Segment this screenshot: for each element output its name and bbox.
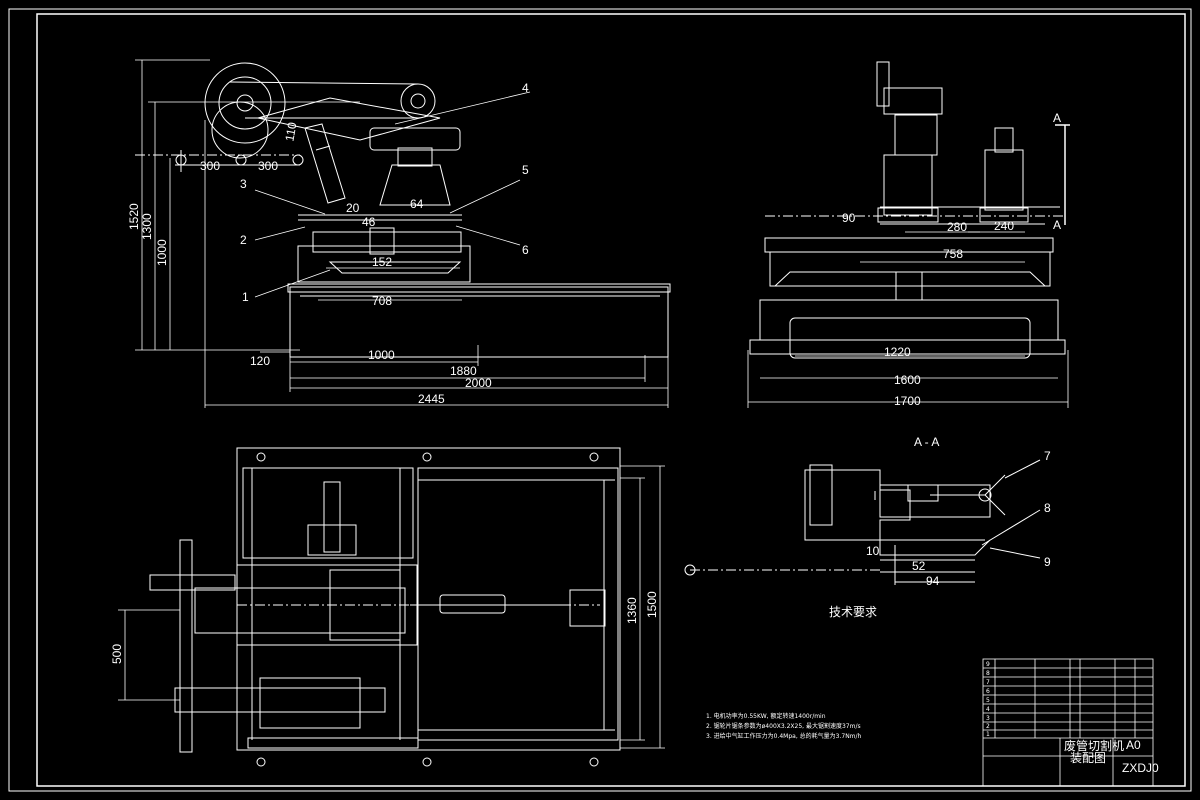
dim-110: 110 xyxy=(282,121,299,143)
side-base-foot xyxy=(749,339,1066,355)
dim-20: 20 xyxy=(346,201,360,215)
side-gearbox xyxy=(883,87,943,115)
parts-row-8: 8 xyxy=(986,670,990,677)
notes-line-3: 3. 进给中气缸工作压力为0.4Mpa, 总的耗气量为3.7Nm/h xyxy=(706,732,862,740)
dim-1880: 1880 xyxy=(450,364,477,378)
front-column xyxy=(379,164,451,206)
notes-line-2: 2. 锯轮片锯条参数为ø400X3.2X25, 最大锯割速度37m/s xyxy=(706,722,861,730)
dim-300b: 300 xyxy=(258,159,278,173)
title-block-texts: 9 8 7 6 5 4 3 2 1 废管切割机 装配图 A0 ZXDJ0 xyxy=(986,661,1159,775)
balloon-9: 9 xyxy=(1044,555,1051,569)
front-base-frame xyxy=(289,286,669,358)
dim-1600: 1600 xyxy=(894,373,921,387)
balloon-2: 2 xyxy=(240,233,247,247)
parts-row-5: 5 xyxy=(986,697,990,704)
section-aa-texts: A - A 10 52 94 7 8 9 xyxy=(866,435,1051,588)
front-dimension-lines xyxy=(135,59,669,408)
dim-120: 120 xyxy=(250,354,270,368)
section-vise-body xyxy=(804,469,911,541)
parts-row-6: 6 xyxy=(986,688,990,695)
drawing-title-line-2: 装配图 xyxy=(1070,751,1106,765)
top-saw-blade xyxy=(179,539,193,753)
top-feed-cylinder xyxy=(439,594,506,614)
top-lower-arm xyxy=(174,687,386,713)
top-base-outline xyxy=(236,447,621,751)
balloon-4: 4 xyxy=(522,81,529,95)
dim-1500: 1500 xyxy=(645,591,659,618)
drawing-number: ZXDJ0 xyxy=(1122,761,1159,775)
parts-row-9: 9 xyxy=(986,661,990,668)
dim-280: 280 xyxy=(947,220,967,234)
dim-10: 10 xyxy=(866,544,880,558)
drawing-scale: A0 xyxy=(1126,738,1141,752)
dim-1000-v: 1000 xyxy=(155,239,169,266)
dim-152: 152 xyxy=(372,255,392,269)
balloon-5: 5 xyxy=(522,163,529,177)
side-view xyxy=(749,61,1070,359)
balloon-3: 3 xyxy=(240,177,247,191)
side-dimension-texts: 90 280 240 758 1220 1600 1700 A A xyxy=(842,111,1061,408)
parts-row-1: 1 xyxy=(986,731,990,738)
dim-300a: 300 xyxy=(200,159,220,173)
front-saw-wheel xyxy=(204,62,286,144)
dim-500: 500 xyxy=(110,644,124,664)
balloon-6: 6 xyxy=(522,243,529,257)
side-vise xyxy=(984,149,1024,211)
technical-requirements: 技术要求 1. 电机功率为0.55KW, 额定转速1400r/min 2. 锯轮… xyxy=(706,605,877,740)
dim-52: 52 xyxy=(912,559,926,573)
dim-46: 46 xyxy=(362,215,376,229)
parts-row-4: 4 xyxy=(986,706,990,713)
dim-708: 708 xyxy=(372,294,392,308)
front-drive-pulley xyxy=(400,83,436,119)
front-saddle xyxy=(297,245,471,283)
dim-1300: 1300 xyxy=(140,213,154,240)
section-mark-a-small: A xyxy=(1053,218,1061,232)
front-view xyxy=(135,62,671,358)
top-dimension-lines xyxy=(118,465,665,749)
dim-1360: 1360 xyxy=(625,597,639,624)
dim-240: 240 xyxy=(994,219,1014,233)
front-gearbox xyxy=(369,127,461,151)
top-dimension-texts: 500 1360 1500 xyxy=(110,591,659,664)
front-table-top xyxy=(287,283,671,293)
dim-2000: 2000 xyxy=(465,376,492,390)
drawing-title-line-1: 废管切割机 xyxy=(1064,738,1124,753)
dim-758: 758 xyxy=(943,247,963,261)
dim-94: 94 xyxy=(926,574,940,588)
front-saw-arm xyxy=(257,97,441,141)
dim-64: 64 xyxy=(410,197,424,211)
drawing-frame xyxy=(36,13,1186,787)
outer-border xyxy=(8,8,1192,792)
dim-90: 90 xyxy=(842,211,856,225)
section-title: A - A xyxy=(914,435,939,449)
notes-heading: 技术要求 xyxy=(829,605,877,619)
front-dimension-texts: 300 300 110 20 46 64 152 708 120 1000 18… xyxy=(127,81,529,406)
side-column xyxy=(883,154,933,216)
top-view xyxy=(149,447,621,767)
parts-row-7: 7 xyxy=(986,679,990,686)
dim-1220: 1220 xyxy=(884,345,911,359)
parts-row-2: 2 xyxy=(986,723,990,730)
side-dimension-lines xyxy=(747,231,1069,408)
balloon-7: 7 xyxy=(1044,449,1051,463)
dim-1700: 1700 xyxy=(894,394,921,408)
title-block xyxy=(982,658,1154,787)
side-table xyxy=(764,237,1054,253)
dim-1000-h: 1000 xyxy=(368,348,395,362)
parts-row-3: 3 xyxy=(986,715,990,722)
balloon-8: 8 xyxy=(1044,501,1051,515)
dim-2445: 2445 xyxy=(418,392,445,406)
section-mark-a: A xyxy=(1053,111,1061,125)
balloon-1: 1 xyxy=(242,290,249,304)
front-feed-cylinder xyxy=(304,123,346,204)
section-aa-view xyxy=(684,459,1041,585)
dim-1520: 1520 xyxy=(127,203,141,230)
notes-line-1: 1. 电机功率为0.55KW, 额定转速1400r/min xyxy=(706,712,826,720)
